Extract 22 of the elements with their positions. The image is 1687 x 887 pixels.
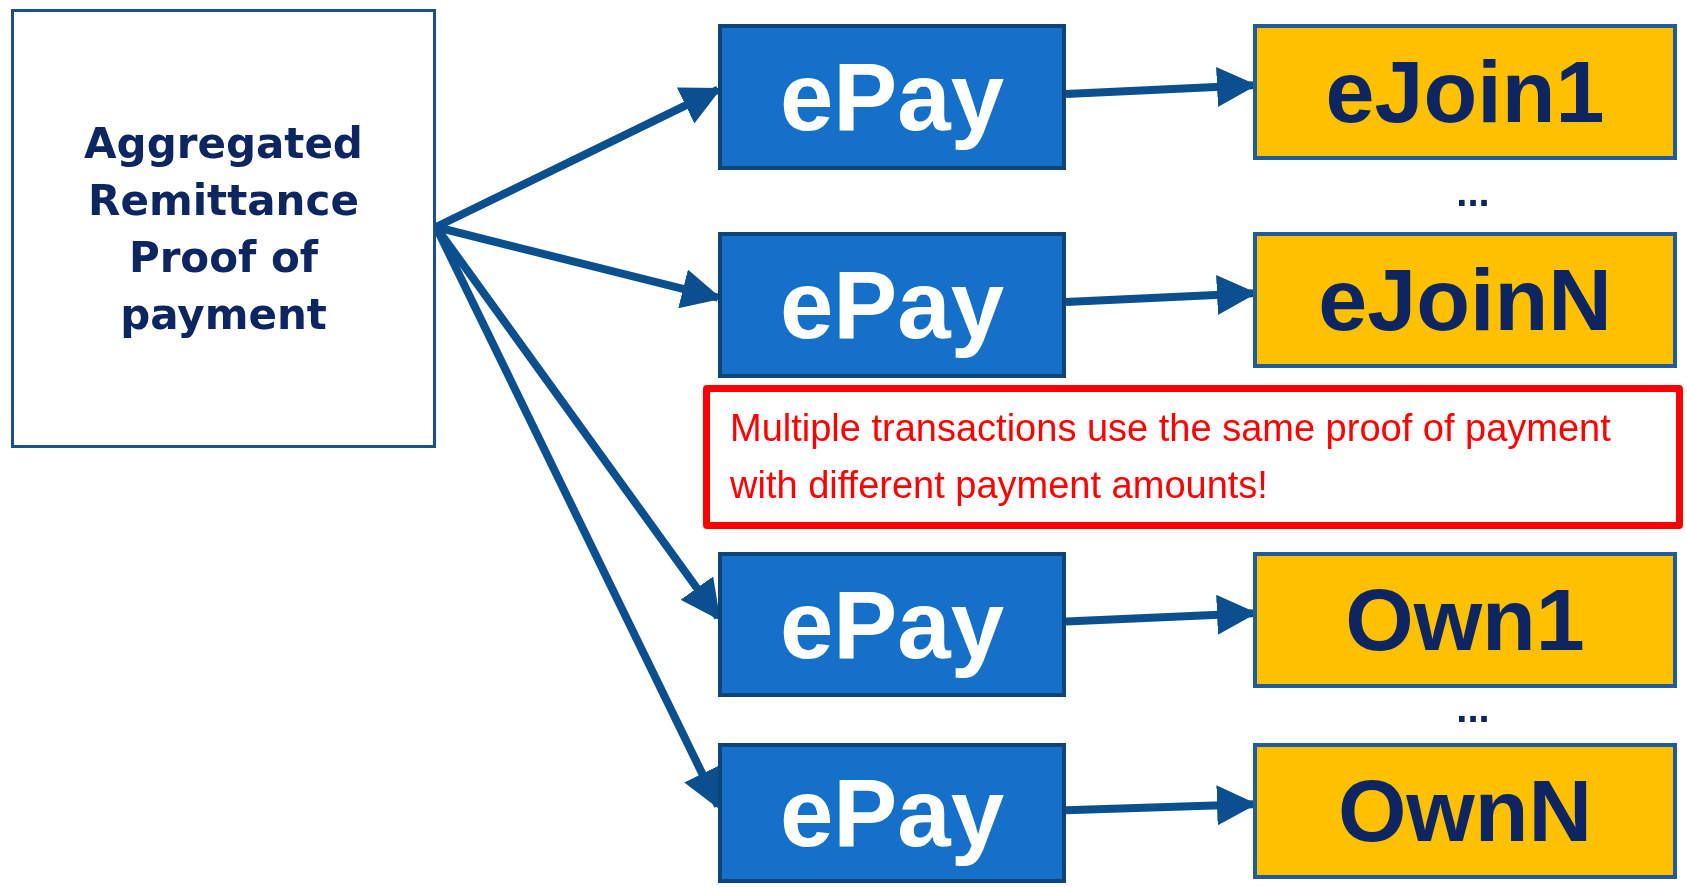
node-text: ePay — [779, 569, 1005, 680]
result-box — [1253, 232, 1677, 368]
source-box — [11, 9, 436, 448]
node-text: OwnN — [1337, 760, 1593, 862]
node-text: ePay — [779, 42, 1005, 152]
node-text: ePay — [779, 250, 1005, 360]
ellipsis-label: ... — [1455, 688, 1491, 728]
process-box — [718, 552, 1066, 697]
process-box — [718, 743, 1066, 883]
node-text: eJoin1 — [1325, 41, 1605, 143]
result-box — [1253, 552, 1677, 688]
ellipsis-label: ... — [1455, 172, 1491, 212]
result-box — [1253, 24, 1677, 160]
node-text: Aggregated Remittance Proof of payment — [83, 117, 364, 341]
node-text: Own1 — [1345, 569, 1585, 671]
node-text: Multiple transactions use the same proof of payment with different payment amounts! — [730, 406, 1612, 508]
node-text: ePay — [779, 758, 1005, 868]
process-box — [718, 232, 1066, 378]
process-box — [718, 24, 1066, 170]
node-text: eJoinN — [1318, 249, 1612, 351]
warning-note — [703, 385, 1683, 529]
result-box — [1253, 743, 1677, 879]
